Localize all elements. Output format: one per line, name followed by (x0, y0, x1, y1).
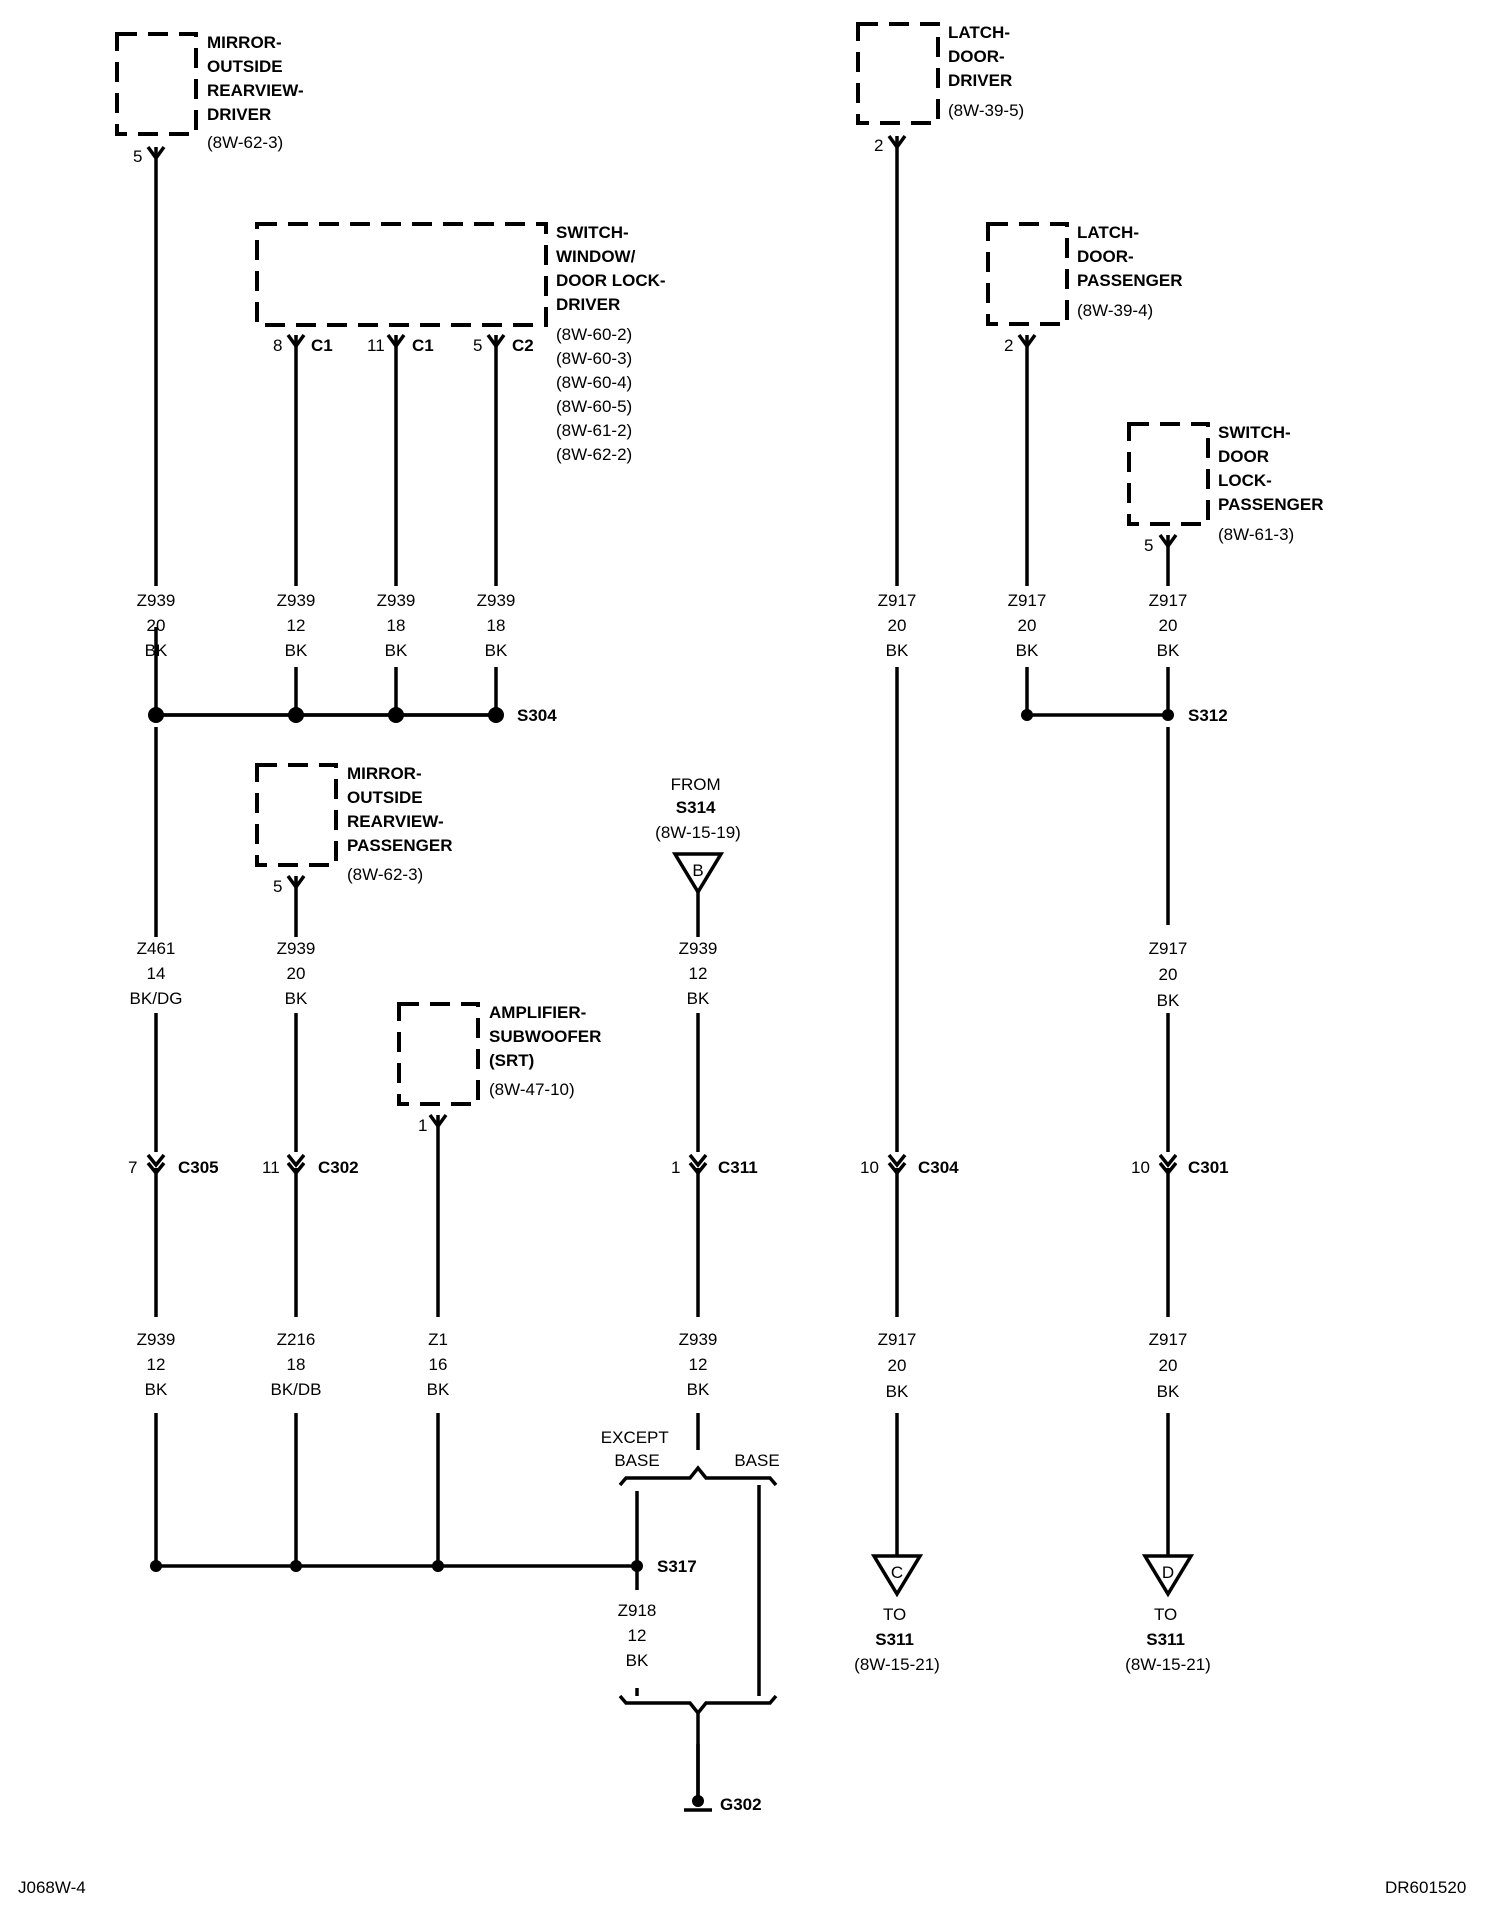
splice-s317: S317 (150, 1557, 697, 1576)
connector-c311: 1 C311 (671, 1153, 758, 1177)
connector-name: C311 (718, 1158, 758, 1177)
svg-text:EXCEPT BASE: EXCEPT BASE (601, 1428, 673, 1470)
component-label: AMPLIFIER- SUBWOOFER (SRT) (489, 1003, 606, 1070)
component-ref: (8W-39-5) (948, 101, 1024, 120)
component-label: MIRROR- OUTSIDE REARVIEW- DRIVER (207, 33, 308, 124)
connector-name: C2 (512, 336, 534, 355)
pin-number: 8 (273, 336, 282, 355)
splice-label: S304 (517, 706, 557, 725)
pin-number: 2 (874, 136, 883, 155)
footer-left-code: J068W-4 (18, 1878, 86, 1897)
component-mirror-driver: MIRROR- OUTSIDE REARVIEW- DRIVER (8W-62-… (115, 32, 308, 166)
offpage-to-d: D TO S311 (8W-15-21) (1125, 1554, 1211, 1674)
svg-text:D: D (1162, 1563, 1174, 1582)
splice-label: S312 (1188, 706, 1228, 725)
component-latch-passenger: LATCH- DOOR- PASSENGER (8W-39-4) 2 (986, 222, 1183, 355)
component-ref: (8W-61-3) (1218, 525, 1294, 544)
connector-c305: 7 C305 (128, 1153, 219, 1177)
svg-text:TO S311 (8W-15-21): TO S311 (8W-15-21) (1125, 1605, 1211, 1674)
svg-text:C: C (891, 1563, 903, 1582)
option-braces: EXCEPT BASE BASE (601, 1428, 780, 1805)
offpage-to-c: C TO S311 (8W-15-21) (854, 1554, 940, 1674)
svg-text:B: B (692, 861, 703, 880)
pin-number: 1 (671, 1158, 680, 1177)
svg-text:TO S311 (8W-15-21): TO S311 (8W-15-21) (854, 1605, 940, 1674)
pin-number: 10 (860, 1158, 879, 1177)
connector-c302: 11 C302 (262, 1153, 359, 1177)
connector-name: C301 (1188, 1158, 1229, 1177)
connector-name: C302 (318, 1158, 359, 1177)
component-label: MIRROR- OUTSIDE REARVIEW- PASSENGER (347, 764, 453, 855)
pin-number: 2 (1004, 336, 1013, 355)
pin-number: 10 (1131, 1158, 1150, 1177)
splice-label: S317 (657, 1557, 697, 1576)
footer-right-code: DR601520 (1385, 1878, 1466, 1897)
component-switch-window-driver: SWITCH- WINDOW/ DOOR LOCK- DRIVER (8W-60… (255, 222, 670, 464)
pin-number: 7 (128, 1158, 137, 1177)
component-ref: (8W-39-4) (1077, 301, 1153, 320)
splice-s312: S312 (1021, 706, 1228, 725)
pin-number: 5 (1144, 536, 1153, 555)
component-amplifier: AMPLIFIER- SUBWOOFER (SRT) (8W-47-10) 1 (397, 1002, 606, 1135)
component-ref: (8W-62-3) (207, 133, 283, 152)
pin-number: 5 (133, 147, 142, 166)
component-ref: (8W-60-2) (8W-60-3) (8W-60-4) (8W-60-5) … (556, 325, 637, 464)
connector-c304: 10 C304 (860, 1153, 959, 1177)
wire-lines (154, 136, 1170, 1805)
pin-number: 5 (273, 877, 282, 896)
component-label: LATCH- DOOR- DRIVER (948, 23, 1015, 90)
connector-name: C1 (311, 336, 333, 355)
component-ref: (8W-47-10) (489, 1080, 575, 1099)
svg-text:BASE: BASE (734, 1451, 779, 1470)
pin-number: 11 (262, 1158, 280, 1177)
component-label: SWITCH- WINDOW/ DOOR LOCK- DRIVER (556, 223, 670, 314)
svg-text:FROM S314 (8W-15-1: FROM S314 (8W-15-19) (655, 775, 741, 842)
component-ref: (8W-62-3) (347, 865, 423, 884)
component-mirror-passenger: MIRROR- OUTSIDE REARVIEW- PASSENGER (8W-… (255, 763, 453, 896)
connector-name: C304 (918, 1158, 959, 1177)
pin-number: 5 (473, 336, 482, 355)
connector-name: C305 (178, 1158, 219, 1177)
pin-number: 11 (367, 336, 385, 355)
component-switch-lock-passenger: SWITCH- DOOR LOCK- PASSENGER (8W-61-3) 5 (1127, 422, 1324, 555)
offpage-from-b: FROM S314 (8W-15-19) B (655, 775, 741, 896)
component-label: SWITCH- DOOR LOCK- PASSENGER (1218, 423, 1324, 514)
connector-c301: 10 C301 (1131, 1153, 1229, 1177)
ground-label: G302 (720, 1795, 762, 1814)
pin-number: 1 (418, 1116, 427, 1135)
component-label: LATCH- DOOR- PASSENGER (1077, 223, 1183, 290)
ground-g302: G302 (684, 1795, 762, 1814)
splice-s304: S304 (148, 706, 557, 725)
connector-name: C1 (412, 336, 434, 355)
component-latch-driver: LATCH- DOOR- DRIVER (8W-39-5) 2 (856, 22, 1024, 155)
